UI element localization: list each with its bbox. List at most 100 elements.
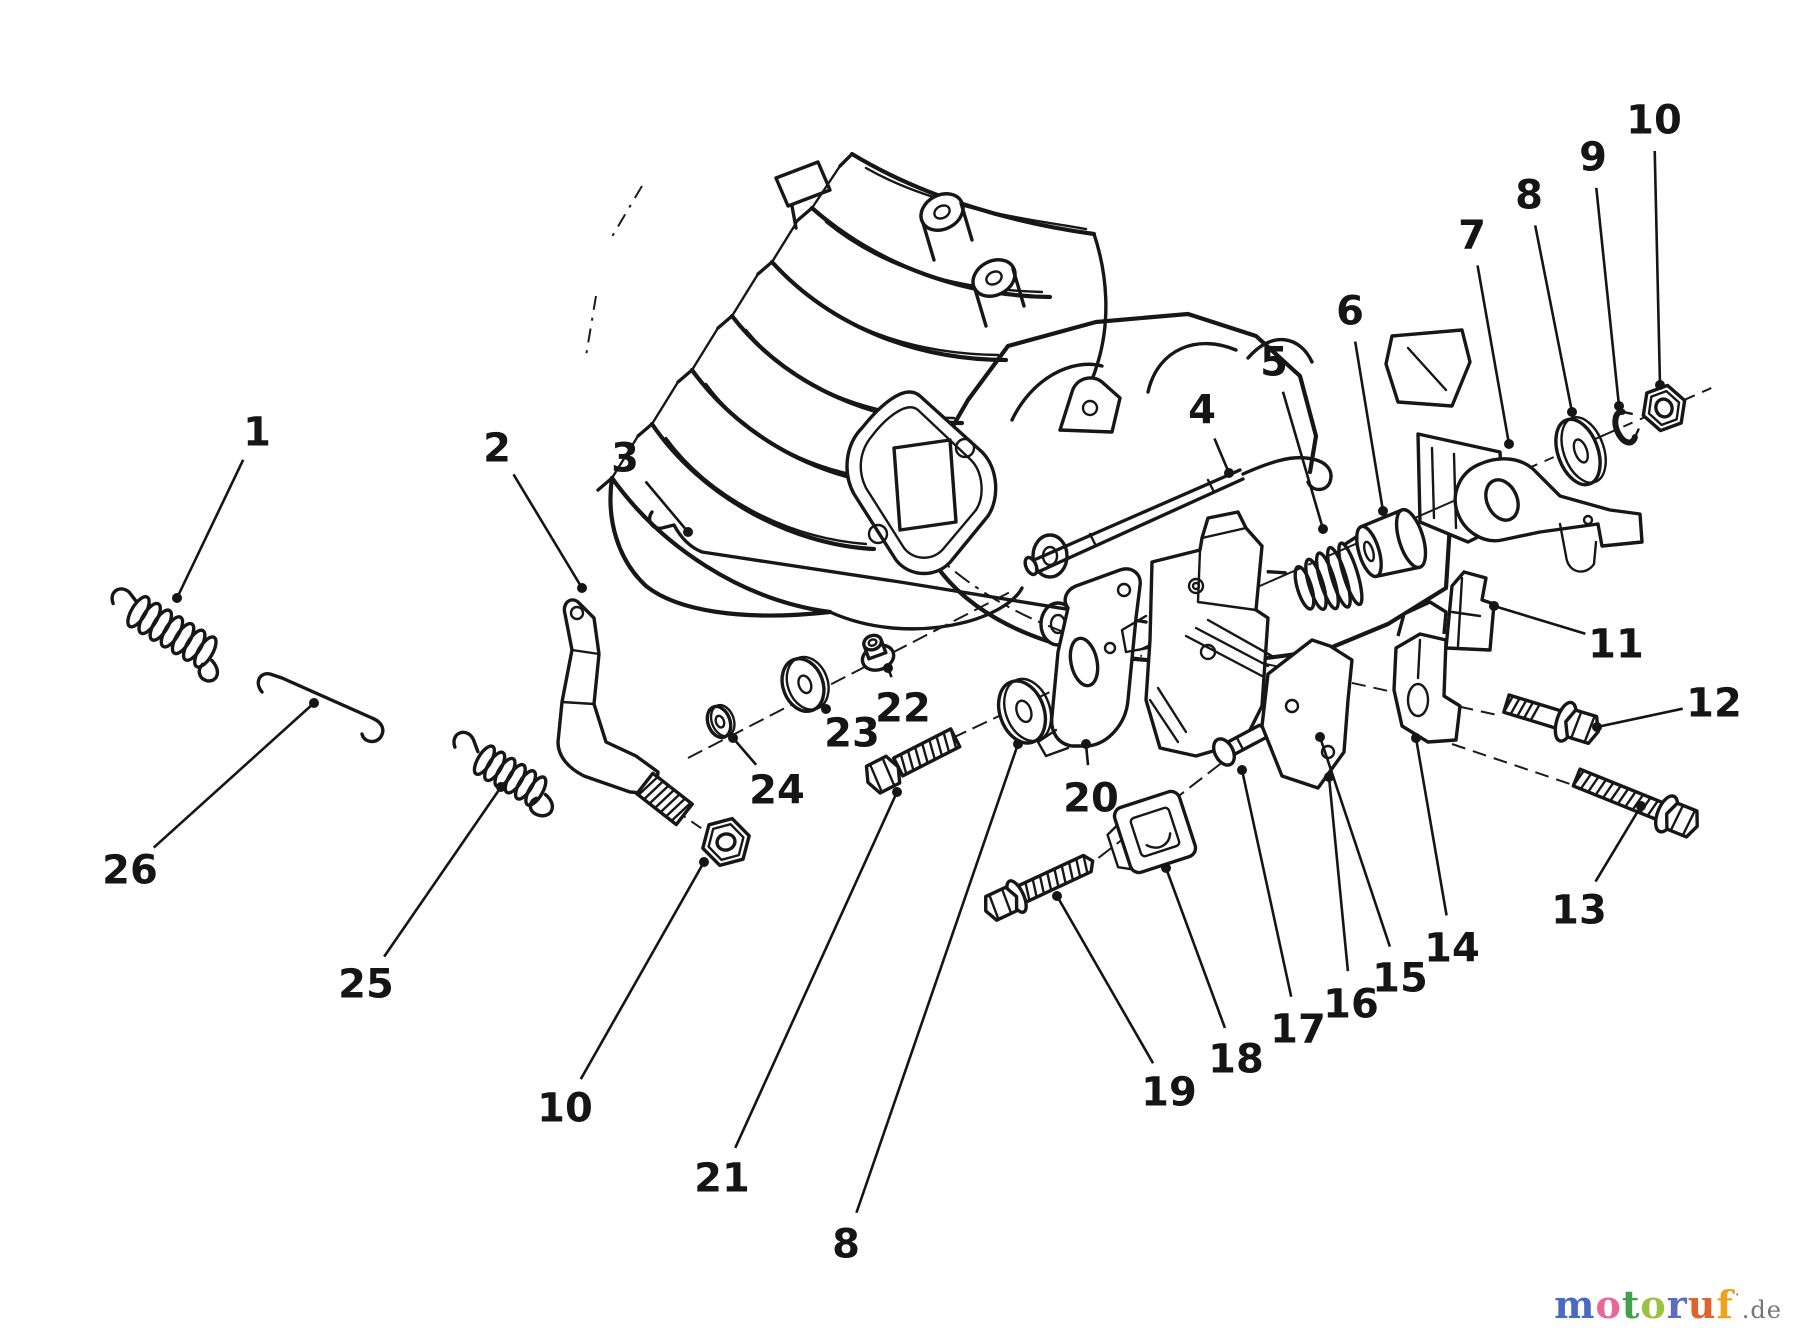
callout-5: 5 (1260, 339, 1328, 534)
leader-dot (1636, 801, 1646, 811)
callout-19: 19 (1052, 891, 1197, 1115)
callout-number: 10 (537, 1085, 593, 1131)
bracket-part-11 (1444, 570, 1496, 652)
callout-15: 15 (1315, 732, 1428, 1001)
leader-line (1055, 895, 1155, 1064)
callout-13: 13 (1551, 801, 1646, 933)
callout-number: 11 (1588, 621, 1644, 667)
callout-number: 22 (875, 685, 931, 731)
callout-number: 10 (1626, 97, 1682, 143)
cylinder-fins (585, 151, 1108, 631)
parts (110, 383, 1699, 922)
callout-11: 11 (1489, 601, 1644, 667)
leader-dot (1378, 506, 1388, 516)
callout-number: 12 (1686, 680, 1742, 726)
leader-dot (496, 782, 506, 792)
washer-part-8-upper (1554, 416, 1607, 487)
callout-number: 8 (832, 1221, 860, 1267)
exhaust-flange (845, 390, 998, 576)
leader-line (175, 459, 245, 599)
callout-number: 3 (611, 435, 639, 481)
callout-21: 21 (694, 787, 902, 1201)
bracket-part-20 (1036, 567, 1142, 758)
leader-line (1318, 736, 1392, 948)
callout-number: 26 (102, 847, 158, 893)
callout-number: 5 (1260, 339, 1288, 385)
callout-number: 21 (694, 1155, 750, 1201)
leader-dot (577, 583, 587, 593)
spring-part-25 (452, 730, 554, 818)
callout-number: 6 (1336, 288, 1364, 334)
leader-dot (883, 663, 893, 673)
callout-17: 17 (1237, 765, 1326, 1052)
callout-8: 8 (832, 739, 1023, 1267)
leader-line (1493, 604, 1586, 635)
leader-line (383, 786, 503, 958)
leader-dot (1315, 732, 1325, 742)
rod-part-3 (647, 510, 1148, 624)
leader-line (1596, 707, 1683, 729)
leader-line (1281, 391, 1325, 530)
leader-dot (1318, 524, 1328, 534)
leader-dot (1013, 739, 1023, 749)
leader-dot (728, 733, 738, 743)
leader-line (1594, 805, 1643, 883)
head-bolt-boss (919, 192, 974, 262)
callout-20: 20 (1063, 739, 1119, 821)
callout-22: 22 (875, 663, 931, 731)
motoruf-logo-letter: r (1666, 1282, 1688, 1327)
callout-number: 4 (1188, 387, 1216, 433)
leader-line (855, 743, 1020, 1214)
leader-dot (1489, 601, 1499, 611)
leader-line (732, 737, 758, 766)
leader-line (1653, 150, 1662, 386)
callout-8: 8 (1515, 172, 1577, 417)
callout-number: 2 (483, 425, 511, 471)
leader-line (734, 791, 899, 1149)
leader-dot (1567, 407, 1577, 417)
spring-part-1 (110, 587, 220, 683)
screw-part-19 (983, 853, 1095, 922)
callout-6: 6 (1336, 288, 1388, 516)
callout-7: 7 (1458, 212, 1514, 449)
leader-dot (699, 857, 709, 867)
motoruf-logo-letter: o (1640, 1282, 1667, 1327)
leader-line (1327, 776, 1350, 972)
motoruf-logo-letter: t (1621, 1282, 1641, 1327)
callout-number: 1 (243, 409, 271, 455)
leader-dot (1161, 863, 1171, 873)
speed-control-plate (1184, 618, 1354, 790)
leader-line (1353, 341, 1385, 512)
leader-dot (172, 593, 182, 603)
callout-number: 14 (1424, 925, 1480, 971)
leader-line (579, 861, 706, 1080)
hex-nut-part-10-upper (1641, 383, 1687, 433)
motoruf-logo-suffix: .de (1741, 1296, 1782, 1324)
lever-part-2 (556, 598, 694, 827)
callout-number: 9 (1579, 134, 1607, 180)
bracket-part-14 (1392, 600, 1462, 744)
clip-nut-part-18 (1106, 789, 1198, 875)
pin-part-17 (1211, 723, 1269, 767)
callout-23: 23 (821, 704, 880, 756)
callout-26: 26 (102, 698, 319, 893)
callout-10: 10 (1626, 97, 1682, 390)
leader-dot (1324, 772, 1334, 782)
leader-dot (892, 787, 902, 797)
callout-number: 20 (1063, 775, 1119, 821)
callout-18: 18 (1161, 863, 1264, 1082)
callout-2: 2 (483, 425, 587, 593)
callout-number: 18 (1208, 1036, 1264, 1082)
motoruf-logo-letter: u (1687, 1282, 1717, 1327)
callout-14: 14 (1411, 733, 1480, 971)
callout-24: 24 (728, 733, 805, 813)
callout-number: 23 (824, 710, 880, 756)
callout-number: 24 (749, 767, 805, 813)
spark-plug-boss (774, 160, 832, 230)
bolt-part-12 (1502, 693, 1600, 746)
leader-line (644, 480, 689, 533)
motoruf-logo-tm-mark: ˙ (1733, 1292, 1742, 1309)
rod-part-4 (1023, 455, 1333, 577)
